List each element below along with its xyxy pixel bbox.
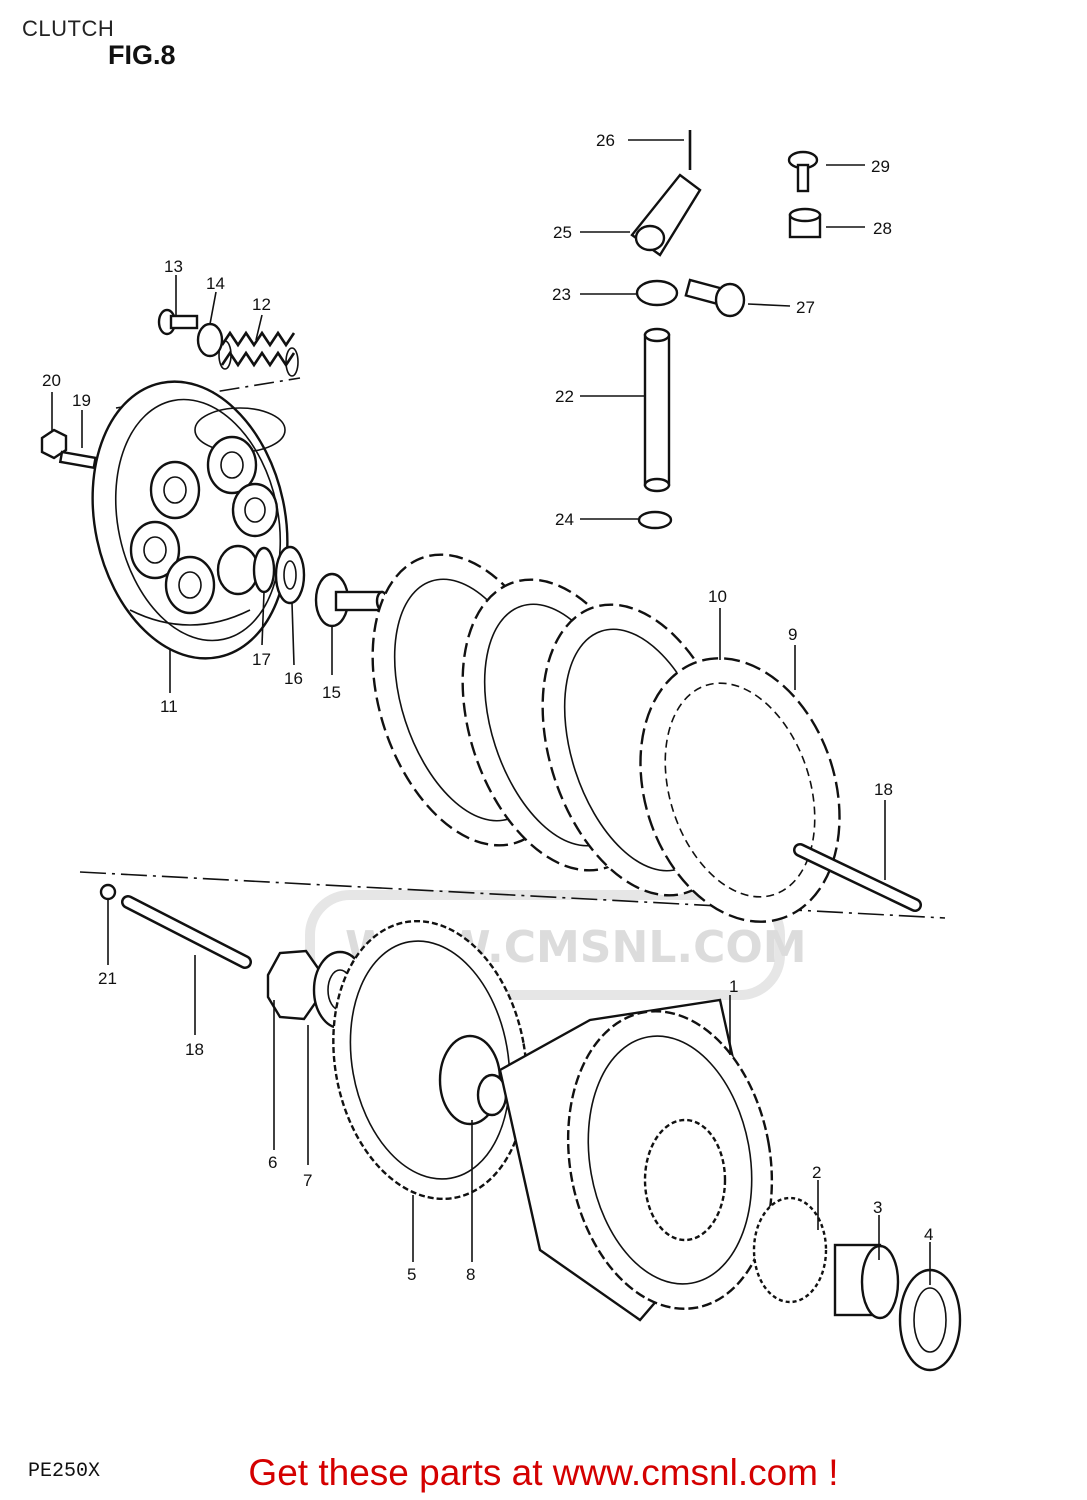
callout-1: 1 (729, 977, 738, 996)
page-title: CLUTCH (22, 16, 115, 41)
push-rod-lower (121, 895, 252, 969)
model-code: PE250X (28, 1460, 101, 1483)
callout-26: 26 (596, 131, 615, 150)
callout-5: 5 (407, 1265, 416, 1284)
alignment-axis-lines (79, 377, 946, 919)
callout-23: 23 (552, 285, 571, 304)
leader-lines (51, 139, 931, 1285)
figure-label: FIG.8 (108, 40, 176, 70)
callout-22: 22 (555, 387, 574, 406)
callout-8: 8 (466, 1265, 475, 1284)
callout-9: 9 (788, 625, 797, 644)
callout-12: 12 (252, 295, 271, 314)
callout-24: 24 (555, 510, 574, 529)
spacer (833, 1243, 900, 1320)
cap-bush (788, 207, 822, 239)
clutch-housing (498, 998, 774, 1322)
callout-numbers: 1 2 3 4 5 6 7 8 9 10 11 12 13 14 15 16 1… (42, 131, 933, 1284)
callout-28: 28 (873, 219, 892, 238)
callout-4: 4 (924, 1225, 933, 1244)
callout-25: 25 (553, 223, 572, 242)
clutch-plates (371, 553, 841, 923)
needle-bearing (752, 1196, 828, 1304)
primary-driven-gear (332, 919, 528, 1201)
callout-20: 20 (42, 371, 61, 390)
callout-10: 10 (708, 587, 727, 606)
callout-7: 7 (303, 1171, 312, 1190)
release-camshaft (643, 327, 671, 493)
callout-14: 14 (206, 274, 225, 293)
callout-27: 27 (796, 298, 815, 317)
release-arm (630, 173, 702, 257)
oil-seal (635, 279, 679, 307)
arm-bolt (684, 278, 746, 318)
callout-11: 11 (160, 697, 178, 716)
callout-16: 16 (284, 669, 303, 688)
footer-link-text[interactable]: Get these parts at www.cmsnl.com ! (248, 1452, 839, 1493)
callout-19: 19 (72, 391, 91, 410)
callout-13: 13 (164, 257, 183, 276)
callout-6: 6 (268, 1153, 277, 1172)
callout-29: 29 (871, 157, 890, 176)
callout-17: 17 (252, 650, 271, 669)
clutch-spring (218, 330, 299, 377)
callout-18-lower: 18 (185, 1040, 204, 1059)
camshaft-washer (637, 510, 673, 530)
callout-15: 15 (322, 683, 341, 702)
cap-screw (787, 150, 819, 193)
spring-bolt (157, 308, 199, 336)
callout-3: 3 (873, 1198, 882, 1217)
callout-21: 21 (98, 969, 117, 988)
pressure-plate (91, 380, 289, 660)
callout-18-upper: 18 (874, 780, 893, 799)
steel-ball (99, 883, 117, 901)
stud-and-nut (40, 428, 97, 470)
push-rod-upper (793, 843, 922, 912)
spring-washer (196, 322, 224, 358)
callout-2: 2 (812, 1163, 821, 1182)
